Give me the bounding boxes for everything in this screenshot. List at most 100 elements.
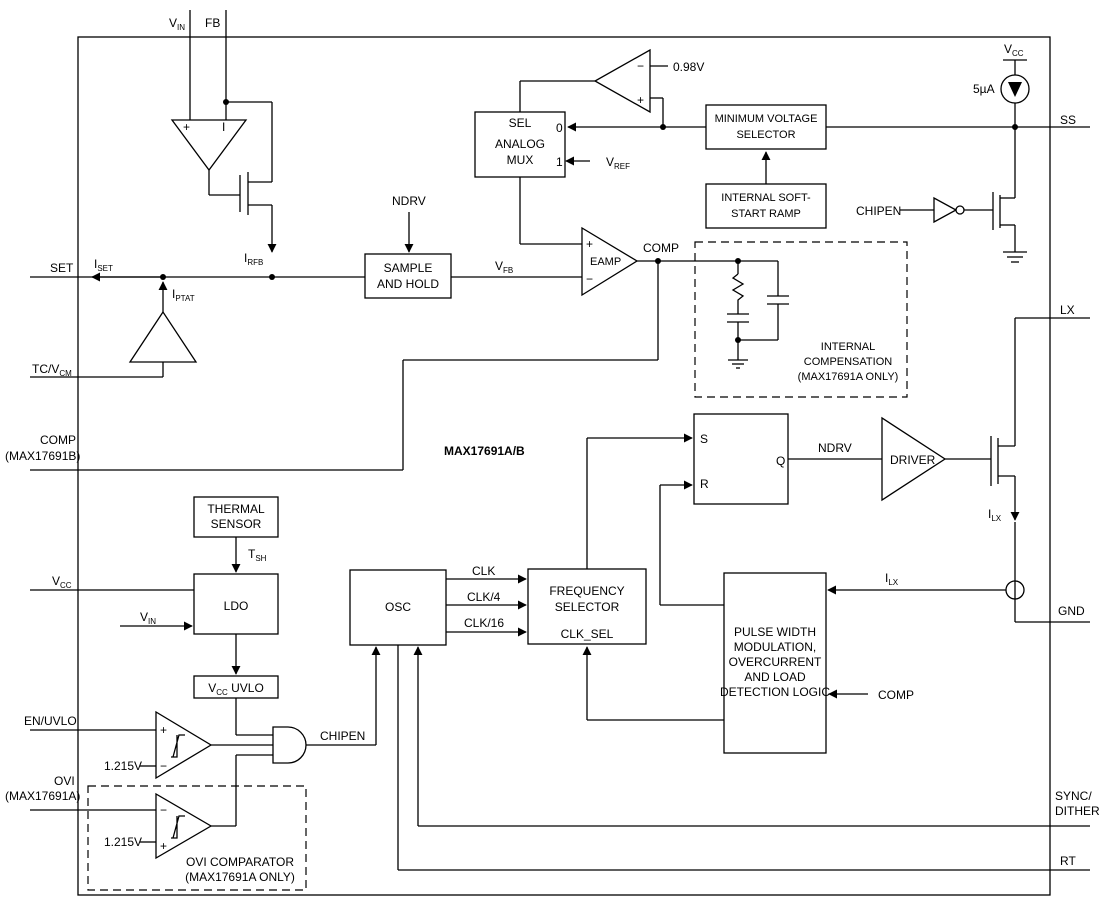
svg-text:SELECTOR: SELECTOR bbox=[736, 129, 795, 141]
chipen-inverter bbox=[933, 196, 958, 224]
svg-text:OVERCURRENT: OVERCURRENT bbox=[729, 655, 822, 669]
v098-label: 0.98V bbox=[673, 60, 704, 74]
svg-text:−: − bbox=[160, 759, 167, 773]
ptat-amplifier bbox=[128, 310, 198, 363]
svg-text:+: + bbox=[637, 93, 644, 107]
tsh-label: TSH bbox=[248, 547, 267, 563]
set-pin-label: SET bbox=[50, 261, 74, 275]
svg-text:SEL: SEL bbox=[509, 116, 532, 130]
sample-and-hold-block bbox=[364, 253, 452, 299]
svg-text:DETECTION LOGIC: DETECTION LOGIC bbox=[720, 685, 830, 699]
svg-text:OVI COMPARATOR: OVI COMPARATOR bbox=[186, 855, 294, 869]
svg-text:COMPENSATION: COMPENSATION bbox=[804, 356, 892, 368]
svg-text:I: I bbox=[222, 120, 225, 134]
comp-node-label: COMP bbox=[643, 241, 679, 255]
ss-pin-label: SS bbox=[1060, 113, 1076, 127]
en-uvlo-pin-label: EN/UVLO bbox=[24, 714, 77, 728]
svg-text:0: 0 bbox=[556, 121, 563, 135]
ovi-comparator-region bbox=[87, 785, 307, 891]
svg-text:(MAX17691A ONLY): (MAX17691A ONLY) bbox=[185, 870, 295, 884]
vcc-pin-label: VCC bbox=[52, 574, 72, 590]
svg-text:START RAMP: START RAMP bbox=[731, 208, 801, 220]
dither-pin-label: DITHER bbox=[1055, 804, 1100, 818]
iptat-label: IPTAT bbox=[172, 287, 195, 303]
rt-pin-label: RT bbox=[1060, 854, 1076, 868]
error-amplifier bbox=[581, 226, 639, 297]
vin-ldo-label: VIN bbox=[140, 610, 156, 626]
chipen-and-gate bbox=[272, 726, 307, 764]
svg-text:DRIVER: DRIVER bbox=[890, 453, 936, 467]
clk16-label: CLK/16 bbox=[464, 616, 504, 630]
svg-text:MINIMUM VOLTAGE: MINIMUM VOLTAGE bbox=[715, 113, 818, 125]
chipen-out-label: CHIPEN bbox=[320, 729, 365, 743]
svg-text:−: − bbox=[160, 803, 167, 817]
fb-pin-label: FB bbox=[205, 16, 220, 30]
svg-text:−: − bbox=[586, 272, 593, 286]
vin-pin-label: VIN bbox=[169, 16, 185, 32]
ilx-label: ILX bbox=[988, 507, 1002, 523]
svg-text:+: + bbox=[160, 839, 167, 853]
ndrv-out-label: NDRV bbox=[818, 441, 852, 455]
clk4-label: CLK/4 bbox=[467, 590, 501, 604]
svg-text:LDO: LDO bbox=[224, 599, 249, 613]
clk-label: CLK bbox=[472, 564, 495, 578]
chipen-label: CHIPEN bbox=[856, 204, 901, 218]
lx-pin-label: LX bbox=[1060, 303, 1075, 317]
vfb-label: VFB bbox=[495, 259, 513, 275]
tc-vcm-pin-label: TC/VCM bbox=[32, 362, 72, 378]
svg-text:PULSE WIDTH: PULSE WIDTH bbox=[734, 625, 816, 639]
svg-text:1: 1 bbox=[556, 155, 563, 169]
sync-pin-label: SYNC/ bbox=[1055, 789, 1092, 803]
svg-text:R: R bbox=[700, 477, 709, 491]
frequency-selector-block bbox=[527, 568, 647, 645]
svg-text:SELECTOR: SELECTOR bbox=[555, 600, 620, 614]
svg-text:AND LOAD: AND LOAD bbox=[744, 670, 806, 684]
ovi-threshold-label: 1.215V bbox=[104, 835, 142, 849]
vcc-top-label: VCC bbox=[1004, 42, 1024, 58]
soft-start-ramp-block bbox=[705, 183, 827, 229]
svg-text:Q: Q bbox=[776, 454, 785, 468]
en-uvlo-comparator bbox=[155, 710, 213, 780]
svg-text:MODULATION,: MODULATION, bbox=[734, 640, 816, 654]
comp-pin-label: COMP bbox=[40, 433, 76, 447]
svg-text:SENSOR: SENSOR bbox=[211, 517, 262, 531]
iset-label: ISET bbox=[94, 257, 113, 273]
minimum-voltage-selector-block bbox=[705, 104, 827, 150]
reference-comparator bbox=[593, 48, 651, 114]
internal-compensation-region bbox=[694, 241, 908, 398]
set-amplifier bbox=[170, 119, 248, 172]
comp-pwm-label: COMP bbox=[878, 688, 914, 702]
svg-text:OSC: OSC bbox=[385, 600, 411, 614]
comp-pin-note: (MAX17691B) bbox=[5, 449, 80, 463]
gnd-pin-label: GND bbox=[1058, 604, 1085, 618]
ldo-block bbox=[193, 573, 279, 635]
sr-latch bbox=[693, 413, 789, 505]
current-5ua-label: 5µA bbox=[973, 82, 995, 96]
svg-text:VCC UVLO: VCC UVLO bbox=[208, 681, 264, 697]
svg-text:SAMPLE: SAMPLE bbox=[384, 261, 433, 275]
svg-text:INTERNAL: INTERNAL bbox=[821, 341, 875, 353]
svg-text:+: + bbox=[586, 237, 593, 251]
svg-text:MUX: MUX bbox=[507, 153, 534, 167]
svg-text:+: + bbox=[183, 120, 190, 134]
svg-text:INTERNAL SOFT-: INTERNAL SOFT- bbox=[721, 192, 811, 204]
ovi-comparator bbox=[155, 792, 213, 860]
svg-text:ANALOG: ANALOG bbox=[495, 137, 545, 151]
ovi-pin-note: (MAX17691A) bbox=[5, 789, 80, 803]
ovi-pin-label: OVI bbox=[54, 774, 75, 788]
svg-text:THERMAL: THERMAL bbox=[207, 502, 265, 516]
svg-text:CLK_SEL: CLK_SEL bbox=[561, 627, 614, 641]
ilx-sense-label: ILX bbox=[885, 571, 899, 587]
svg-text:FREQUENCY: FREQUENCY bbox=[549, 584, 624, 598]
chip-outline bbox=[77, 36, 1051, 896]
irfb-label: IRFB bbox=[244, 251, 263, 267]
svg-text:+: + bbox=[160, 723, 167, 737]
en-threshold-label: 1.215V bbox=[104, 759, 142, 773]
svg-text:−: − bbox=[637, 59, 644, 73]
vref-label: VREF bbox=[606, 155, 630, 171]
svg-text:(MAX17691A ONLY): (MAX17691A ONLY) bbox=[798, 371, 899, 383]
pwm-logic-block bbox=[723, 572, 827, 754]
svg-text:EAMP: EAMP bbox=[590, 256, 621, 268]
compensation-resistor bbox=[731, 273, 745, 314]
